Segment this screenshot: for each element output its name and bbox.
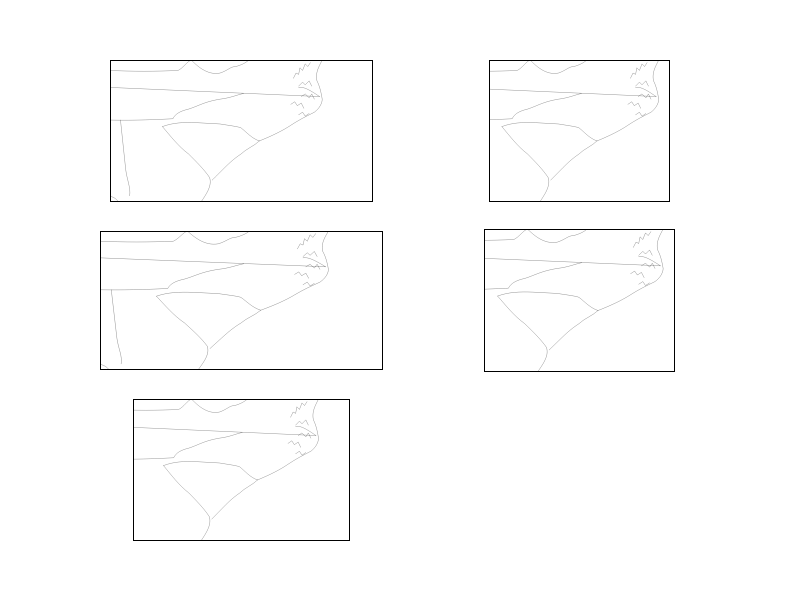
map-panel-2-frame	[489, 60, 670, 202]
map-panel-3-frame	[100, 231, 383, 370]
map-panel-1-content	[110, 60, 323, 201]
map-panel-2	[489, 60, 670, 202]
map-panel-2-content	[489, 60, 659, 201]
map-panel-4	[484, 229, 675, 372]
map-panel-4-content	[484, 229, 664, 371]
map-panel-3-content	[100, 231, 329, 369]
map-panel-5	[133, 399, 350, 541]
map-panel-1	[110, 60, 373, 202]
map-panel-4-frame	[484, 229, 675, 372]
map-panel-5-frame	[133, 399, 350, 541]
map-panel-5-content	[133, 399, 319, 540]
map-panel-1-frame	[110, 60, 373, 202]
map-panel-3	[100, 231, 383, 370]
